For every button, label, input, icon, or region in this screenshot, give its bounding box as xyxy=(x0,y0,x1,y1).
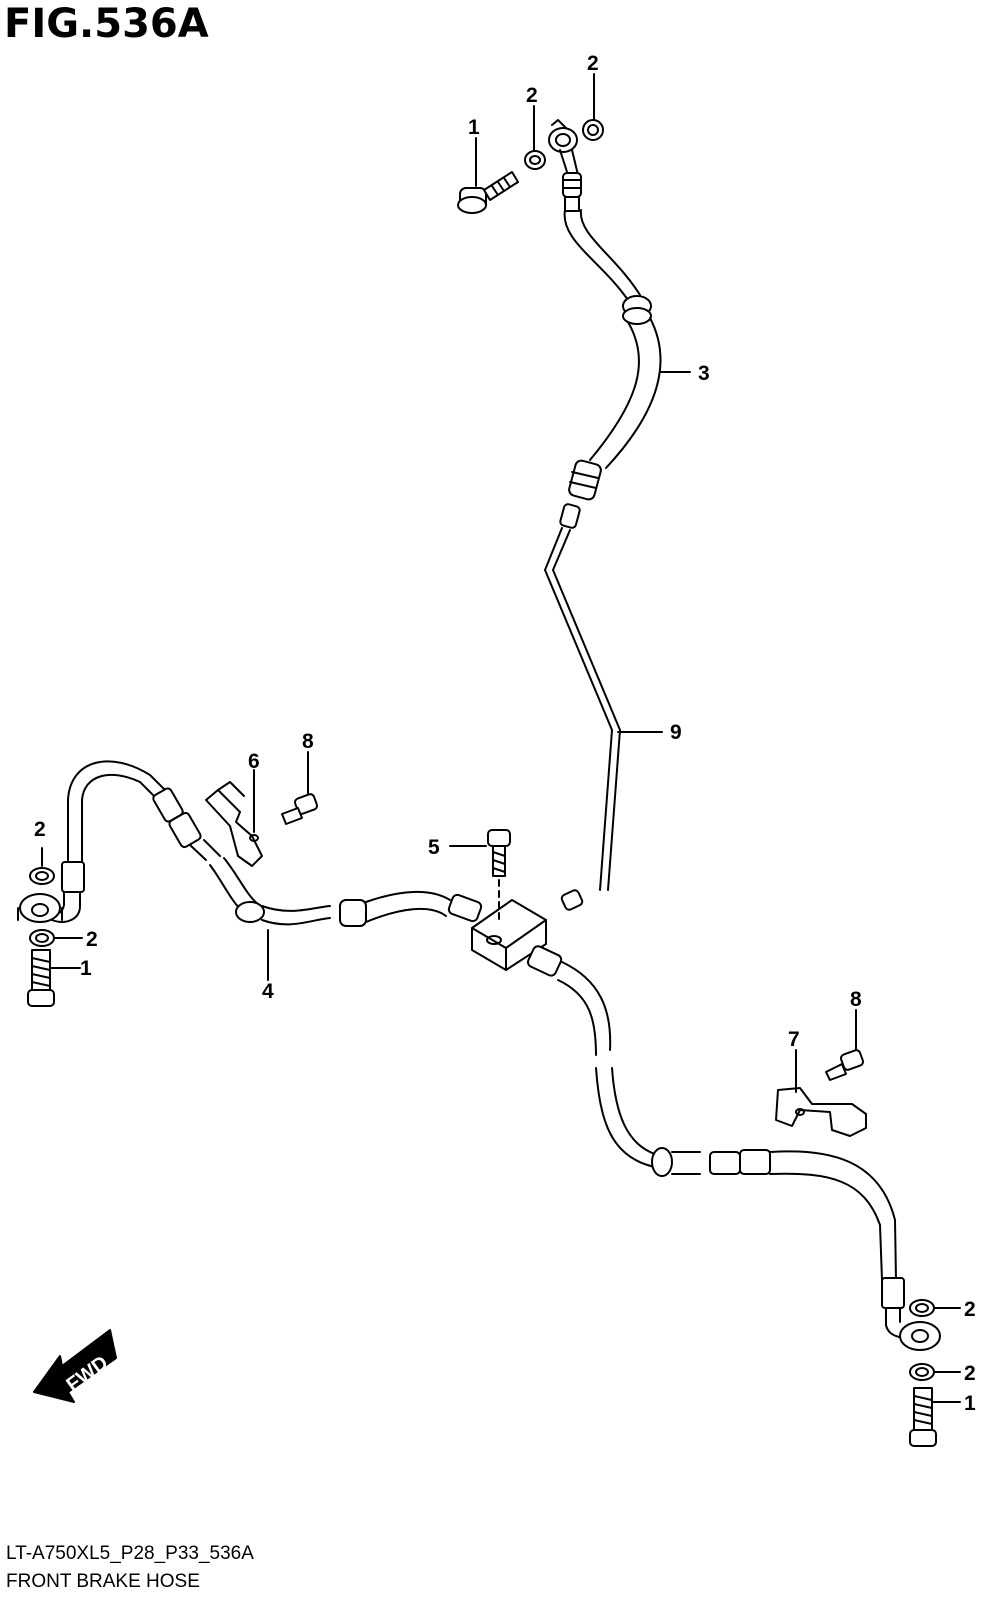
top-banjo-fitting xyxy=(548,119,582,212)
left-banjo-bolt xyxy=(27,949,81,1007)
callout-9: 9 xyxy=(670,721,682,744)
left-washer-a xyxy=(29,847,55,885)
right-banjo-bolt xyxy=(909,1387,961,1447)
callout-2-top-b: 2 xyxy=(587,52,599,75)
hose-right xyxy=(526,945,941,1351)
junction-block xyxy=(471,899,547,971)
hose-4-left xyxy=(17,760,483,981)
callout-2-right-b: 2 xyxy=(964,1362,976,1385)
bolt-8-right xyxy=(825,1009,865,1081)
bracket-6 xyxy=(205,769,263,867)
callout-6: 6 xyxy=(248,750,260,773)
callout-2-left-b: 2 xyxy=(86,928,98,951)
right-washer-a xyxy=(909,1299,961,1317)
callout-4: 4 xyxy=(262,980,274,1003)
right-washer-b xyxy=(909,1363,961,1381)
top-banjo-bolt xyxy=(457,171,519,214)
callout-2-right-a: 2 xyxy=(964,1298,976,1321)
model-code: LT-A750XL5_P28_P33_536A xyxy=(6,1543,254,1564)
callout-2-top-a: 2 xyxy=(526,84,538,107)
callout-1-top: 1 xyxy=(468,116,480,139)
callout-1-right: 1 xyxy=(964,1392,976,1415)
hose-3 xyxy=(563,209,691,501)
bolt-8-left xyxy=(281,751,319,825)
top-washer-b xyxy=(582,119,604,141)
callout-8-right: 8 xyxy=(850,988,862,1011)
left-washer-b xyxy=(29,929,83,947)
top-washer-a xyxy=(524,150,546,170)
callout-3: 3 xyxy=(698,362,710,385)
callout-1-left: 1 xyxy=(80,957,92,980)
junction-bolt-5 xyxy=(449,829,511,921)
callout-2-left-a: 2 xyxy=(34,818,46,841)
fwd-arrow xyxy=(33,1329,117,1403)
pipe-9 xyxy=(544,503,663,911)
bracket-7 xyxy=(775,1049,867,1137)
callout-7: 7 xyxy=(788,1028,800,1051)
callout-5: 5 xyxy=(428,836,440,859)
callout-8-left: 8 xyxy=(302,730,314,753)
diagram-caption: FRONT BRAKE HOSE xyxy=(6,1571,200,1592)
figure-title: FIG.536A xyxy=(4,1,209,47)
